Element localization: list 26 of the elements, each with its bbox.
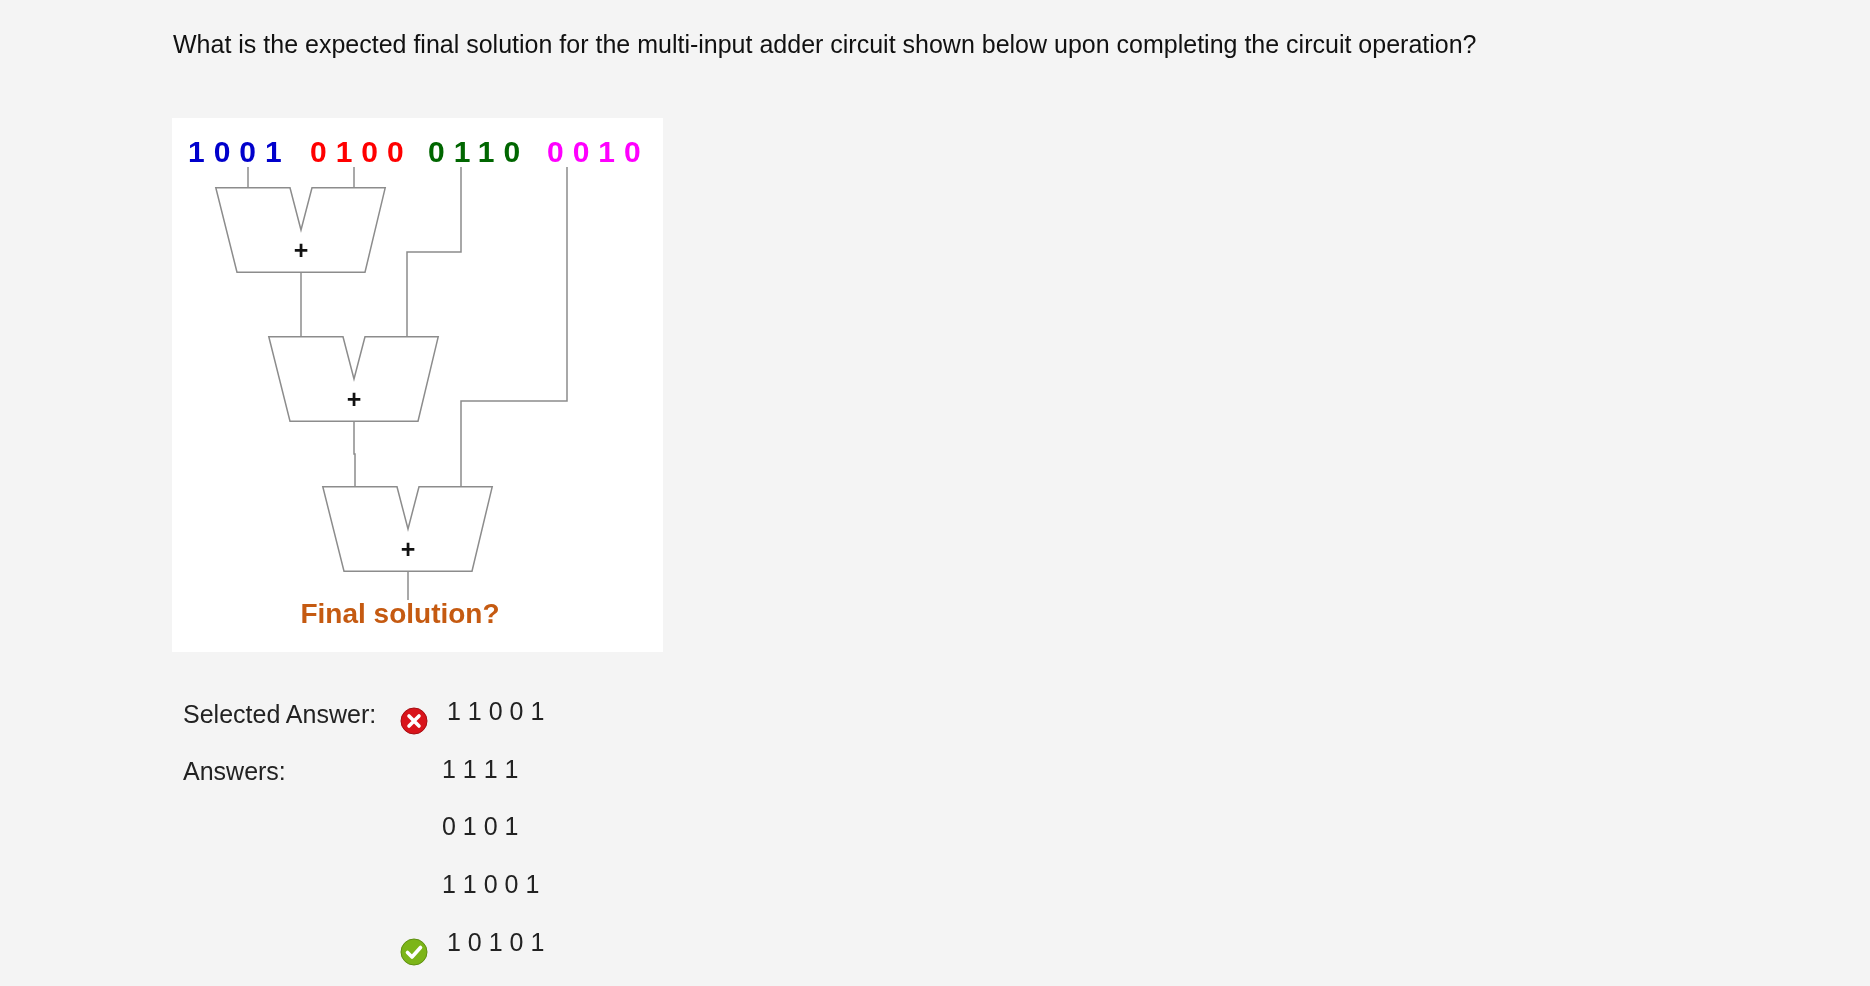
answer-option: 1 1 1 1 [442,757,519,782]
binary-number: 0100 [310,137,404,167]
wire [353,421,356,487]
wire [353,166,355,188]
field-label: Answers: [183,759,286,784]
answer-option: 1 1 0 0 1 [442,872,540,897]
wire [300,272,302,337]
binary-number: 0010 [547,137,641,167]
plus-sign: + [399,538,417,560]
selected-answer: 1 1 0 0 1 [447,699,545,724]
field-label: Selected Answer: [183,702,377,727]
binary-number: 0110 [428,137,521,167]
wire [247,166,249,188]
adder-block [322,486,493,572]
adder-block [268,336,439,422]
adder-block [215,187,386,273]
wire [407,571,409,601]
answer-option: 1 0 1 0 1 [447,930,545,955]
output-label: Final solution? [300,600,500,628]
plus-sign: + [345,388,363,410]
plus-sign: + [292,239,310,261]
question-text: What is the expected final solution for the multi-input adder circuit shown below upon completing the circuit operation? [173,32,1477,57]
wire [460,166,568,487]
binary-number: 1001 [188,137,282,167]
wire [406,166,462,337]
answer-option: 0 1 0 1 [442,814,519,839]
